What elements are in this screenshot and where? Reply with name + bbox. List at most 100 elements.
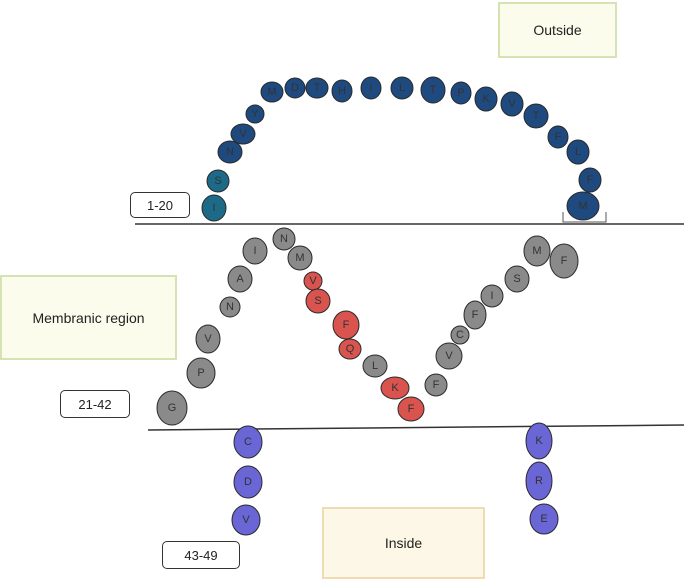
residue-outside-5: Y xyxy=(245,104,265,124)
residue-letter: C xyxy=(244,436,252,448)
residue-circle xyxy=(217,140,243,164)
residue-membrane-1: G xyxy=(156,390,188,426)
residue-outside-15: V xyxy=(500,91,524,117)
residue-membrane-9: V xyxy=(303,271,323,291)
residue-circle xyxy=(480,284,504,308)
residue-circle xyxy=(504,265,530,293)
residue-letter: Y xyxy=(251,108,259,120)
residue-membrane-6: I xyxy=(242,237,268,265)
residue-letter: M xyxy=(532,245,541,257)
residue-letter: K xyxy=(482,93,490,105)
residue-circle xyxy=(463,300,487,330)
residue-letter: K xyxy=(391,382,399,394)
residue-circle xyxy=(525,422,553,460)
residue-letter: H xyxy=(338,85,346,97)
residue-circle xyxy=(450,81,472,105)
residue-circle xyxy=(195,324,221,354)
residue-circle xyxy=(450,325,470,345)
residue-letter: R xyxy=(535,475,543,487)
residue-letter: N xyxy=(226,146,234,158)
residue-circle xyxy=(338,338,362,360)
residue-letter: F xyxy=(587,174,594,186)
residue-circle xyxy=(578,167,602,193)
residue-circle xyxy=(219,296,241,318)
residue-membrane-20: I xyxy=(480,284,504,308)
residue-letter: F xyxy=(433,379,440,391)
residue-circle xyxy=(201,194,227,222)
residue-circle xyxy=(435,342,463,370)
residue-circle xyxy=(549,243,579,279)
range-label-21-42: 21-42 xyxy=(60,390,130,418)
residue-circle xyxy=(420,76,446,104)
residue-circle xyxy=(284,77,306,99)
residue-letter: V xyxy=(204,333,212,345)
residue-outside-14: K xyxy=(474,86,498,112)
residue-letter: I xyxy=(490,290,493,302)
residue-letter: F xyxy=(472,309,479,321)
residue-circle xyxy=(360,76,382,100)
residue-membrane-10: S xyxy=(305,288,331,314)
residue-letter: S xyxy=(214,175,221,187)
residue-letter: V xyxy=(239,128,247,140)
residue-letter: F xyxy=(408,403,415,415)
residue-letter: T xyxy=(314,82,321,94)
residue-circle xyxy=(547,125,569,149)
residue-letter: P xyxy=(457,87,464,99)
residue-circle xyxy=(233,465,263,499)
residue-circle xyxy=(332,310,360,340)
residue-outside-13: P xyxy=(450,81,472,105)
membranic-region-label: Membranic region xyxy=(0,275,177,360)
residue-letter: G xyxy=(168,402,177,414)
residue-letter: M xyxy=(267,86,276,98)
residue-membrane-7: N xyxy=(272,227,296,251)
residue-outside-20: M xyxy=(566,191,600,221)
residue-letter: V xyxy=(445,350,453,362)
residue-circle xyxy=(523,103,549,129)
residue-circle xyxy=(230,123,256,145)
residue-membrane-4: N xyxy=(219,296,241,318)
residue-letter: V xyxy=(309,275,317,287)
residue-letter: M xyxy=(295,252,304,264)
residue-membrane-13: L xyxy=(362,354,388,378)
residue-letter: S xyxy=(314,295,321,307)
residue-circle xyxy=(424,373,448,397)
residue-membrane-8: M xyxy=(287,245,313,271)
residue-circle xyxy=(566,139,590,165)
residue-letter: F xyxy=(555,131,562,143)
residue-outside-19: F xyxy=(578,167,602,193)
residue-membrane-14: K xyxy=(380,376,410,400)
residue-letter: I xyxy=(253,245,256,257)
residue-circle xyxy=(390,76,414,100)
residue-letter: M xyxy=(578,200,587,212)
residue-circle xyxy=(523,235,551,267)
residue-circle xyxy=(245,104,265,124)
residue-circle xyxy=(525,461,553,501)
residue-circle xyxy=(231,504,261,536)
residue-membrane-5: A xyxy=(227,265,253,293)
residue-letter: A xyxy=(236,273,244,285)
residue-outside-3: N xyxy=(217,140,243,164)
residue-letter: L xyxy=(372,360,378,372)
residue-membrane-19: F xyxy=(463,300,487,330)
residue-inside-right-2: R xyxy=(525,461,553,501)
residue-letter: L xyxy=(399,82,405,94)
residue-outside-2: S xyxy=(206,169,230,193)
residue-inside-right-1: K xyxy=(525,422,553,460)
residue-letter: F xyxy=(343,319,350,331)
residue-membrane-12: Q xyxy=(338,338,362,360)
residue-circle xyxy=(156,390,188,426)
residue-membrane-2: P xyxy=(186,357,216,389)
residue-outside-8: T xyxy=(305,77,329,99)
residue-circle xyxy=(272,227,296,251)
residue-circle xyxy=(397,396,425,422)
residue-outside-18: L xyxy=(566,139,590,165)
residue-circle xyxy=(566,191,600,221)
residue-circle xyxy=(227,265,253,293)
residue-letter: E xyxy=(540,513,547,525)
inner-membrane-line xyxy=(147,424,685,431)
residue-letter: L xyxy=(575,146,581,158)
residue-circle xyxy=(305,288,331,314)
residue-outside-6: M xyxy=(260,81,284,103)
residue-outside-7: D xyxy=(284,77,306,99)
